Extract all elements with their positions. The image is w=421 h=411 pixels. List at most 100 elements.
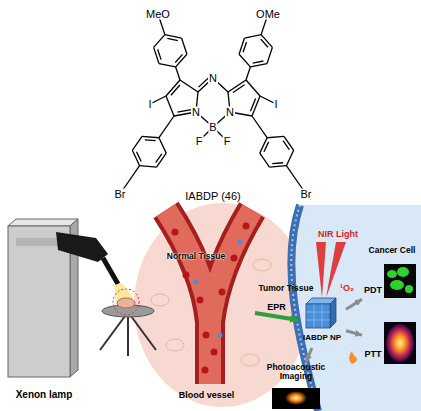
red-cell bbox=[202, 367, 209, 374]
atom-label: Br bbox=[114, 189, 127, 200]
photoacoustic-image: Photoacoustic Imaging bbox=[258, 362, 334, 410]
atom-label: N bbox=[191, 107, 201, 118]
bond bbox=[177, 110, 191, 113]
bond bbox=[261, 39, 268, 47]
heat-spot bbox=[386, 324, 414, 362]
bond bbox=[199, 78, 209, 87]
lamp-vent bbox=[16, 238, 62, 246]
ptt-image: PTT bbox=[362, 320, 418, 366]
photoacoustic-image bbox=[272, 388, 320, 409]
bond bbox=[158, 49, 161, 59]
arrow bbox=[346, 299, 362, 309]
flame-symbol bbox=[349, 351, 357, 364]
bond bbox=[243, 42, 246, 52]
atom-label: Br bbox=[300, 189, 313, 200]
signal-spot bbox=[285, 391, 307, 405]
bond bbox=[267, 136, 284, 137]
red-cell bbox=[183, 272, 190, 279]
bond bbox=[261, 35, 272, 48]
green-cell bbox=[397, 267, 409, 277]
bond bbox=[272, 162, 283, 164]
node-label: IABDP NP bbox=[298, 334, 346, 343]
stand-leg bbox=[127, 312, 129, 356]
atom-label: B bbox=[208, 122, 217, 133]
nir-beam bbox=[316, 242, 326, 298]
atom-label: N bbox=[208, 73, 218, 84]
atom-label: I bbox=[273, 99, 278, 110]
bond bbox=[180, 80, 198, 92]
bond bbox=[267, 47, 272, 63]
bond bbox=[239, 54, 250, 67]
arrow bbox=[255, 313, 298, 320]
atom-label: N bbox=[225, 107, 235, 118]
vessel-wall bbox=[210, 210, 252, 322]
mouse bbox=[117, 298, 135, 308]
edge-label: EPR bbox=[267, 302, 286, 311]
bond bbox=[140, 166, 157, 167]
chemical-structure bbox=[120, 14, 306, 194]
nanoparticle-cube bbox=[330, 298, 336, 328]
blood-vessel: Blood vessel bbox=[158, 205, 255, 405]
tissue-cell bbox=[253, 259, 271, 271]
bond bbox=[132, 150, 139, 165]
bond bbox=[252, 116, 267, 138]
node-label: PDT bbox=[362, 286, 384, 296]
bond bbox=[175, 54, 182, 62]
lamp-head bbox=[56, 232, 108, 262]
tissue-cell bbox=[151, 294, 169, 306]
bond bbox=[253, 61, 264, 63]
species-label: ¹O₂ bbox=[340, 284, 354, 293]
bond bbox=[156, 154, 162, 163]
bond bbox=[269, 166, 286, 167]
bond bbox=[176, 67, 180, 80]
bond bbox=[157, 153, 167, 167]
nanoparticle-cube bbox=[306, 304, 330, 328]
nanoparticle-dot bbox=[238, 240, 243, 245]
red-cell bbox=[243, 223, 250, 230]
bond bbox=[142, 136, 159, 137]
lamp-housing bbox=[8, 219, 78, 226]
bond bbox=[286, 150, 293, 165]
bond bbox=[284, 136, 294, 150]
bond bbox=[182, 38, 187, 54]
atom-label: F bbox=[195, 136, 204, 147]
cube-grid bbox=[306, 304, 330, 328]
bond bbox=[228, 80, 246, 92]
nanoparticle-dot bbox=[218, 333, 223, 338]
atom-label: I bbox=[147, 99, 152, 110]
bond bbox=[171, 85, 180, 95]
node-label: Blood vessel bbox=[158, 391, 255, 401]
fluorescence-image bbox=[384, 264, 416, 298]
bond bbox=[166, 96, 174, 116]
bond bbox=[132, 136, 142, 150]
bond bbox=[145, 139, 156, 141]
region-label: Normal Tissue bbox=[167, 252, 225, 261]
green-cell bbox=[405, 285, 413, 293]
stand-leg bbox=[128, 312, 156, 350]
bond bbox=[137, 152, 142, 162]
nanoparticle-dot bbox=[194, 280, 199, 285]
tissue-cell bbox=[241, 354, 259, 366]
bond bbox=[176, 54, 187, 67]
stand-leg bbox=[100, 312, 128, 350]
atom-label: MeO bbox=[145, 9, 171, 20]
region-label: Tumor Tissue bbox=[259, 284, 314, 293]
arrow bbox=[306, 348, 312, 362]
red-cell bbox=[219, 289, 226, 296]
tissue-cell bbox=[166, 339, 184, 351]
device-label: Xenon lamp bbox=[16, 390, 73, 400]
bond bbox=[165, 35, 182, 38]
bond bbox=[159, 116, 174, 138]
red-cell bbox=[203, 332, 210, 339]
bond bbox=[154, 35, 165, 48]
bond bbox=[283, 141, 289, 150]
node-label: Photoacoustic Imaging bbox=[258, 363, 334, 382]
bond bbox=[244, 35, 261, 38]
bond bbox=[264, 142, 269, 152]
focus-circle bbox=[113, 289, 139, 315]
bond bbox=[166, 80, 180, 96]
nanoparticle: IABDP NP bbox=[298, 300, 346, 348]
bond bbox=[167, 38, 178, 40]
